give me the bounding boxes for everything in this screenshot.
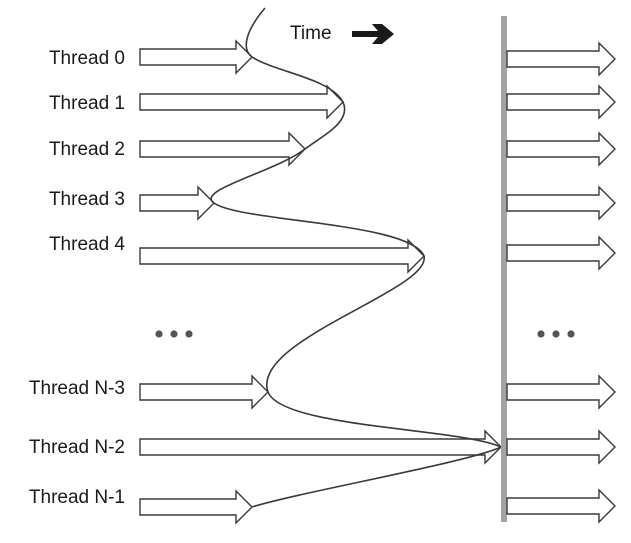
thread-label-n1: Thread N-1 xyxy=(29,487,125,508)
thread-n2-after-barrier-arrow xyxy=(506,429,616,465)
thread-label-1: Thread 1 xyxy=(49,93,125,114)
time-front-curve xyxy=(210,7,503,508)
thread-1-progress-arrow xyxy=(139,84,344,120)
thread-3-after-barrier-arrow xyxy=(506,185,616,221)
right-ellipsis xyxy=(537,330,575,338)
time-label: Time xyxy=(290,23,332,44)
thread-4-after-barrier-arrow xyxy=(506,235,616,271)
left-ellipsis xyxy=(155,330,193,338)
thread-2-after-barrier-arrow xyxy=(506,131,616,167)
thread-n1-after-barrier-arrow xyxy=(506,488,616,524)
thread-3-progress-arrow xyxy=(139,185,215,221)
thread-label-n3: Thread N-3 xyxy=(29,378,125,399)
thread-label-3: Thread 3 xyxy=(49,189,125,210)
thread-0-progress-arrow xyxy=(139,39,253,75)
thread-label-0: Thread 0 xyxy=(49,48,125,69)
thread-n1-progress-arrow xyxy=(139,489,253,525)
thread-label-4: Thread 4 xyxy=(49,234,125,255)
time-arrow-icon xyxy=(352,24,394,44)
thread-label-2: Thread 2 xyxy=(49,139,125,160)
thread-n3-progress-arrow xyxy=(139,374,269,410)
thread-1-after-barrier-arrow xyxy=(506,84,616,120)
thread-2-progress-arrow xyxy=(139,131,306,167)
thread-n2-progress-arrow xyxy=(139,429,502,465)
thread-label-n2: Thread N-2 xyxy=(29,437,125,458)
thread-n3-after-barrier-arrow xyxy=(506,374,616,410)
thread-4-progress-arrow xyxy=(139,238,425,274)
thread-0-after-barrier-arrow xyxy=(506,41,616,77)
